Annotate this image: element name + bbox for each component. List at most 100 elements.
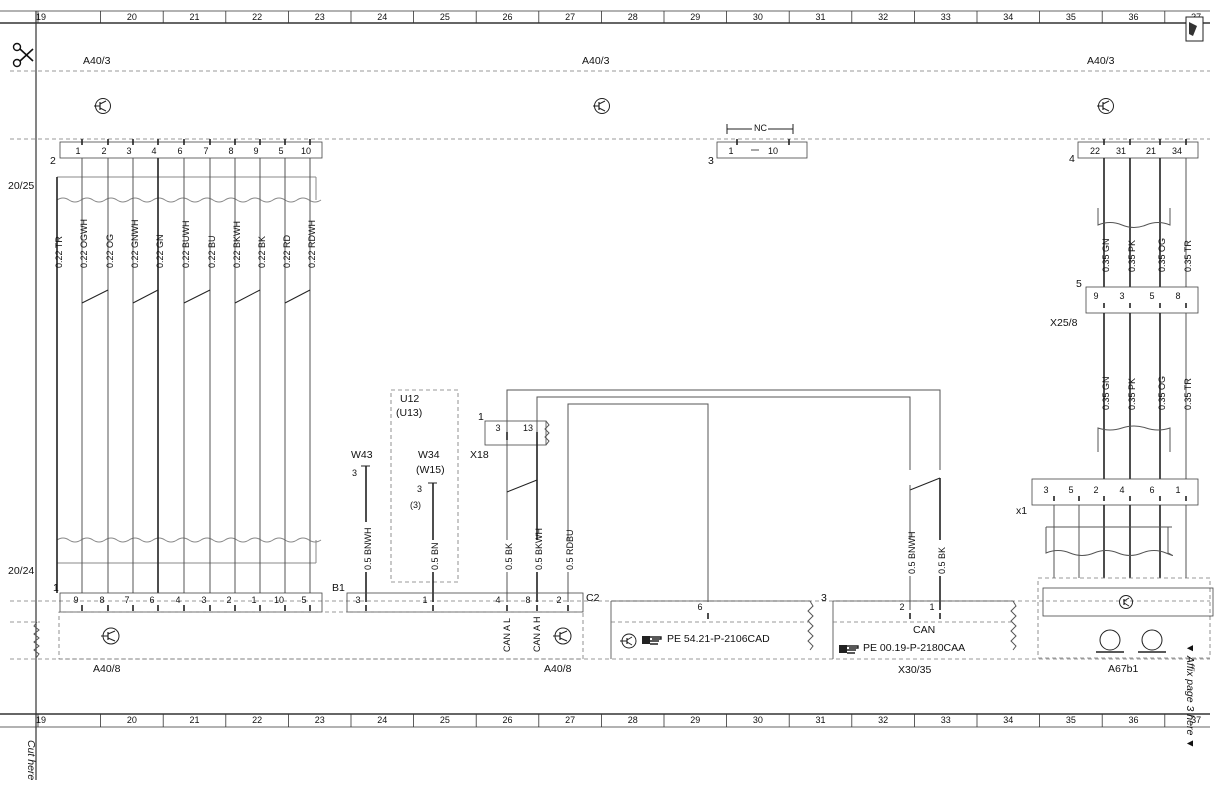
pin-label: 3 — [201, 595, 206, 605]
pin-label: 1 — [929, 602, 934, 612]
pin-label: 3 — [1119, 291, 1124, 301]
ruler-top-label: 23 — [315, 12, 325, 22]
ref-20-24: 20/24 — [8, 565, 34, 577]
wire-label-x30-bk: 0.5 BK — [937, 547, 947, 574]
wire-label: 0.22 BU — [207, 235, 217, 268]
cut-here-label: Cut here — [25, 740, 37, 780]
ruler-bottom-label: 36 — [1128, 715, 1138, 725]
wire-label: 0.35 OG — [1157, 376, 1167, 410]
transistor-icon — [1119, 595, 1133, 609]
x30-35-label: X30/35 — [898, 664, 931, 676]
ruler-top-label: 35 — [1066, 12, 1076, 22]
pin-label: 1 — [251, 595, 256, 605]
pin-label: 6 — [177, 146, 182, 156]
pin-label: 13 — [523, 423, 533, 433]
ruler-top-label: 34 — [1003, 12, 1013, 22]
ruler-top-label: 27 — [565, 12, 575, 22]
wire-label: 0.22 GNWH — [130, 219, 140, 268]
ruler-top-label: 28 — [628, 12, 638, 22]
ruler-top-label: 21 — [189, 12, 199, 22]
ruler-top-label: 25 — [440, 12, 450, 22]
pin-label: 5 — [301, 595, 306, 605]
wire-label-x30-bnwh: 0.5 BNWH — [907, 531, 917, 574]
ruler-top-label: 22 — [252, 12, 262, 22]
x25-connector-id: 5 — [1076, 278, 1082, 290]
wire-label: 0.35 PK — [1127, 378, 1137, 410]
pin-label: 7 — [124, 595, 129, 605]
ruler-top-label: 24 — [377, 12, 387, 22]
can-label: CAN — [913, 624, 935, 636]
pin-label: 8 — [99, 595, 104, 605]
pin-label: 34 — [1172, 146, 1182, 156]
wire-label: 0.22 GN — [155, 234, 165, 268]
pin-label: 6 — [149, 595, 154, 605]
pin-label: 5 — [1068, 485, 1073, 495]
pin-label: 7 — [203, 146, 208, 156]
ruler-top-label: 19 — [36, 12, 46, 22]
w43-label: W43 — [351, 449, 373, 461]
ruler-top-label: 26 — [502, 12, 512, 22]
wire-label-c2-rdbu: 0.5 RDBU — [565, 529, 575, 570]
pin-label: 4 — [1119, 485, 1124, 495]
ruler-bottom-label: 29 — [690, 715, 700, 725]
pin-label: 1 — [75, 146, 80, 156]
top-center-connector-id: 3 — [708, 155, 714, 167]
a40-8-right-label: A40/8 — [544, 663, 572, 675]
ruler-top-label: 32 — [878, 12, 888, 22]
w34-pin: 3 — [417, 484, 422, 494]
ref-20-25: 20/25 — [8, 180, 34, 192]
pin-label: 2 — [226, 595, 231, 605]
ruler-bottom-label: 35 — [1066, 715, 1076, 725]
pin-label: 1 — [1175, 485, 1180, 495]
wire-twist — [284, 289, 311, 304]
pin-label: 4 — [151, 146, 156, 156]
a40-3-right-label: A40/3 — [1087, 55, 1115, 67]
wire-twist — [81, 289, 109, 304]
wire-label: 0.22 BK — [257, 236, 267, 268]
transistor-icon — [101, 627, 120, 645]
ruler-bottom-label: 31 — [815, 715, 825, 725]
scissors-icon — [12, 42, 34, 68]
pin-label: 22 — [1090, 146, 1100, 156]
affix-page-label: ▼ Affix page 3 here ▼ — [1184, 643, 1196, 749]
ruler-top-label: 31 — [815, 12, 825, 22]
wire-label: 0.22 RDWH — [307, 220, 317, 268]
pin-label: 6 — [697, 602, 702, 612]
ruler-bottom-label: 37 — [1191, 715, 1201, 725]
ruler-bottom-label: 30 — [753, 715, 763, 725]
wire-twist — [132, 289, 159, 304]
can-l-label: CAN A L — [502, 618, 512, 652]
b1-label: B1 — [332, 582, 345, 594]
can-h-label: CAN A H — [532, 616, 542, 652]
a40-3-left-label: A40/3 — [83, 55, 111, 67]
ruler-bottom-label: 27 — [565, 715, 575, 725]
pin-label: 2 — [556, 595, 561, 605]
sensor-icon — [1096, 629, 1124, 653]
transistor-icon — [553, 627, 572, 645]
pe-x30-ref: PE 00.19-P-2180CAA — [863, 642, 965, 654]
wire-label-w43: 0.5 BNWH — [363, 527, 373, 570]
wire-label: 0.35 GN — [1101, 376, 1111, 410]
bottom-left-connector-id: 1 — [53, 582, 59, 594]
pin-label: 3 — [1043, 485, 1048, 495]
wire-label-c2-bk: 0.5 BK — [504, 543, 514, 570]
pin-label: 1 — [422, 595, 427, 605]
a67b1-label: A67b1 — [1108, 663, 1139, 675]
ruler-top-label: 20 — [127, 12, 137, 22]
pin-label: 5 — [1149, 291, 1154, 301]
ruler-bottom-label: 25 — [440, 715, 450, 725]
wire-label: 0.22 BKWH — [232, 221, 242, 268]
ruler-top-label: 30 — [753, 12, 763, 22]
x25-8-label: X25/8 — [1050, 317, 1078, 329]
pin-label: 9 — [1093, 291, 1098, 301]
pin-label: 8 — [1175, 291, 1180, 301]
pin-label: 3 — [355, 595, 360, 605]
pin-label: 9 — [73, 595, 78, 605]
w43-pin: 3 — [352, 468, 357, 478]
ruler-bottom-label: 32 — [878, 715, 888, 725]
w34-label: W34 — [418, 449, 440, 461]
ruler-top-label: 29 — [690, 12, 700, 22]
wire-label: 0.22 RD — [282, 234, 292, 268]
ruler-bottom-label: 20 — [127, 715, 137, 725]
